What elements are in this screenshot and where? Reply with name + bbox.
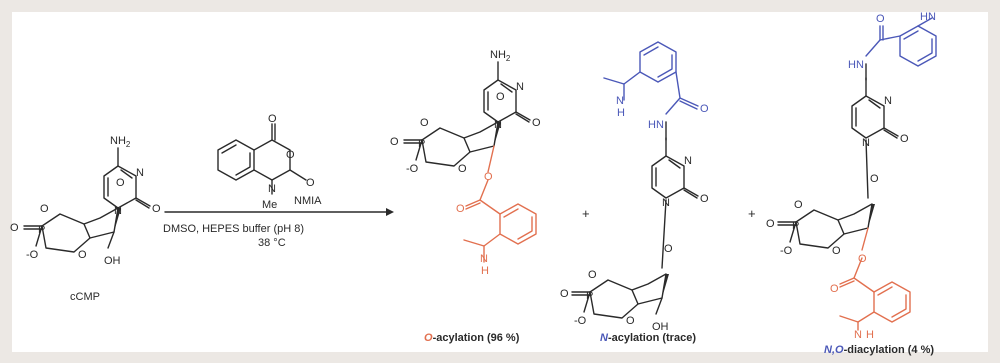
conditions-line-1: DMSO, HEPES buffer (pH 8) xyxy=(163,223,304,235)
anhydride-o-carbonyl: O xyxy=(306,177,315,189)
p1-minus-o: -O xyxy=(406,163,419,175)
p3-ring-o: O xyxy=(794,199,803,211)
plus-sign-2: + xyxy=(748,206,756,221)
reaction-arrow xyxy=(164,208,394,216)
sugar-o-atom: O xyxy=(116,177,125,189)
p1-ring-o3: O xyxy=(458,163,467,175)
no-diacylation-caption: N,O-diacylation (4 %) xyxy=(824,344,934,356)
p3-n1: N xyxy=(862,137,870,149)
p3-ester-o: O xyxy=(858,253,867,265)
ring-o-atom: O xyxy=(40,203,49,215)
p2-n3: N xyxy=(684,155,692,167)
p3-sugar-o: O xyxy=(870,173,879,185)
n-acylation-caption: N-acylation (trace) xyxy=(600,332,696,344)
p2-carbonyl-o: O xyxy=(700,103,709,115)
p1-n3: N xyxy=(516,81,524,93)
n3-atom: N xyxy=(136,167,144,179)
p3-minus-o: -O xyxy=(780,245,793,257)
p3-n3: N xyxy=(884,95,892,107)
p2-sugar-o: O xyxy=(664,243,673,255)
p1-c2-oxo: O xyxy=(532,117,541,129)
nmia-me-label: Me xyxy=(262,199,277,211)
n1-atom: N xyxy=(114,205,122,217)
no-diacylation-product: O HN HN N O N O P -O O O O O O N H xyxy=(766,11,937,341)
p3-ring-o3: O xyxy=(832,245,841,257)
conditions-line-2: 38 °C xyxy=(258,237,286,249)
p2-hydroxyl: OH xyxy=(652,321,669,333)
p1-sugar-o: O xyxy=(496,91,505,103)
p2-ring-o3: O xyxy=(626,315,635,327)
p3-phosphorus: P xyxy=(792,220,799,232)
ccmp-structure: O P -O O O OH O N N O NH2 cCMP xyxy=(10,135,161,303)
p3-anilino-h: H xyxy=(866,329,874,341)
hydroxyl-label: OH xyxy=(104,255,121,267)
p3-carbonyl-o-red: O xyxy=(830,283,839,295)
nmia-reagent: O O O N Me NMIA xyxy=(217,113,322,211)
p2-ring-o: O xyxy=(588,269,597,281)
p1-ester-o: O xyxy=(484,171,493,183)
plus-sign-1: + xyxy=(582,206,590,221)
p2-anilino-h: H xyxy=(617,107,625,119)
p1-n1: N xyxy=(494,119,502,131)
p3-anilino-hn: HN xyxy=(920,11,936,23)
amine-label: NH2 xyxy=(110,135,131,149)
ring-o3-atom: O xyxy=(78,249,87,261)
p3-carbonyl-o-blue: O xyxy=(876,13,885,25)
ccmp-label: cCMP xyxy=(70,291,100,303)
p3-anilino-n: N xyxy=(854,329,862,341)
p2-n1: N xyxy=(662,197,670,209)
p1-amine: NH2 xyxy=(490,49,511,63)
p2-c2-oxo: O xyxy=(700,193,709,205)
anhydride-o-top: O xyxy=(268,113,277,125)
p1-anilino-n: N xyxy=(480,253,488,265)
p2-amide-hn: HN xyxy=(648,119,664,131)
p2-anilino-n: N xyxy=(616,95,624,107)
p1-phosphorus: P xyxy=(418,138,425,150)
n-acylation-product: N H O HN N O N O P -O O O O OH xyxy=(560,41,709,333)
p1-ring-o: O xyxy=(420,117,429,129)
phosphate-minus-o: -O xyxy=(26,249,39,261)
o-acylation-product: O P -O O O O N N O NH2 O O N H xyxy=(390,49,541,277)
p1-phosphoryl-o: O xyxy=(390,136,399,148)
p2-phosphoryl-o: O xyxy=(560,288,569,300)
c2-oxo-atom: O xyxy=(152,203,161,215)
p1-carbonyl-o: O xyxy=(456,203,465,215)
nmia-n-atom: N xyxy=(268,183,276,195)
phosphorus-atom: P xyxy=(38,224,45,236)
nmia-label: NMIA xyxy=(294,195,322,207)
p1-anilino-h: H xyxy=(481,265,489,277)
phosphoryl-o-atom: O xyxy=(10,222,19,234)
p3-c2-oxo: O xyxy=(900,133,909,145)
anhydride-o-ring: O xyxy=(286,149,295,161)
p2-minus-o: -O xyxy=(574,315,587,327)
scheme-panel xyxy=(12,12,988,352)
p3-phosphoryl-o: O xyxy=(766,218,775,230)
p3-amide-hn: HN xyxy=(848,59,864,71)
o-acylation-caption: O-acylation (96 %) xyxy=(424,332,520,344)
p2-phosphorus: P xyxy=(586,290,593,302)
